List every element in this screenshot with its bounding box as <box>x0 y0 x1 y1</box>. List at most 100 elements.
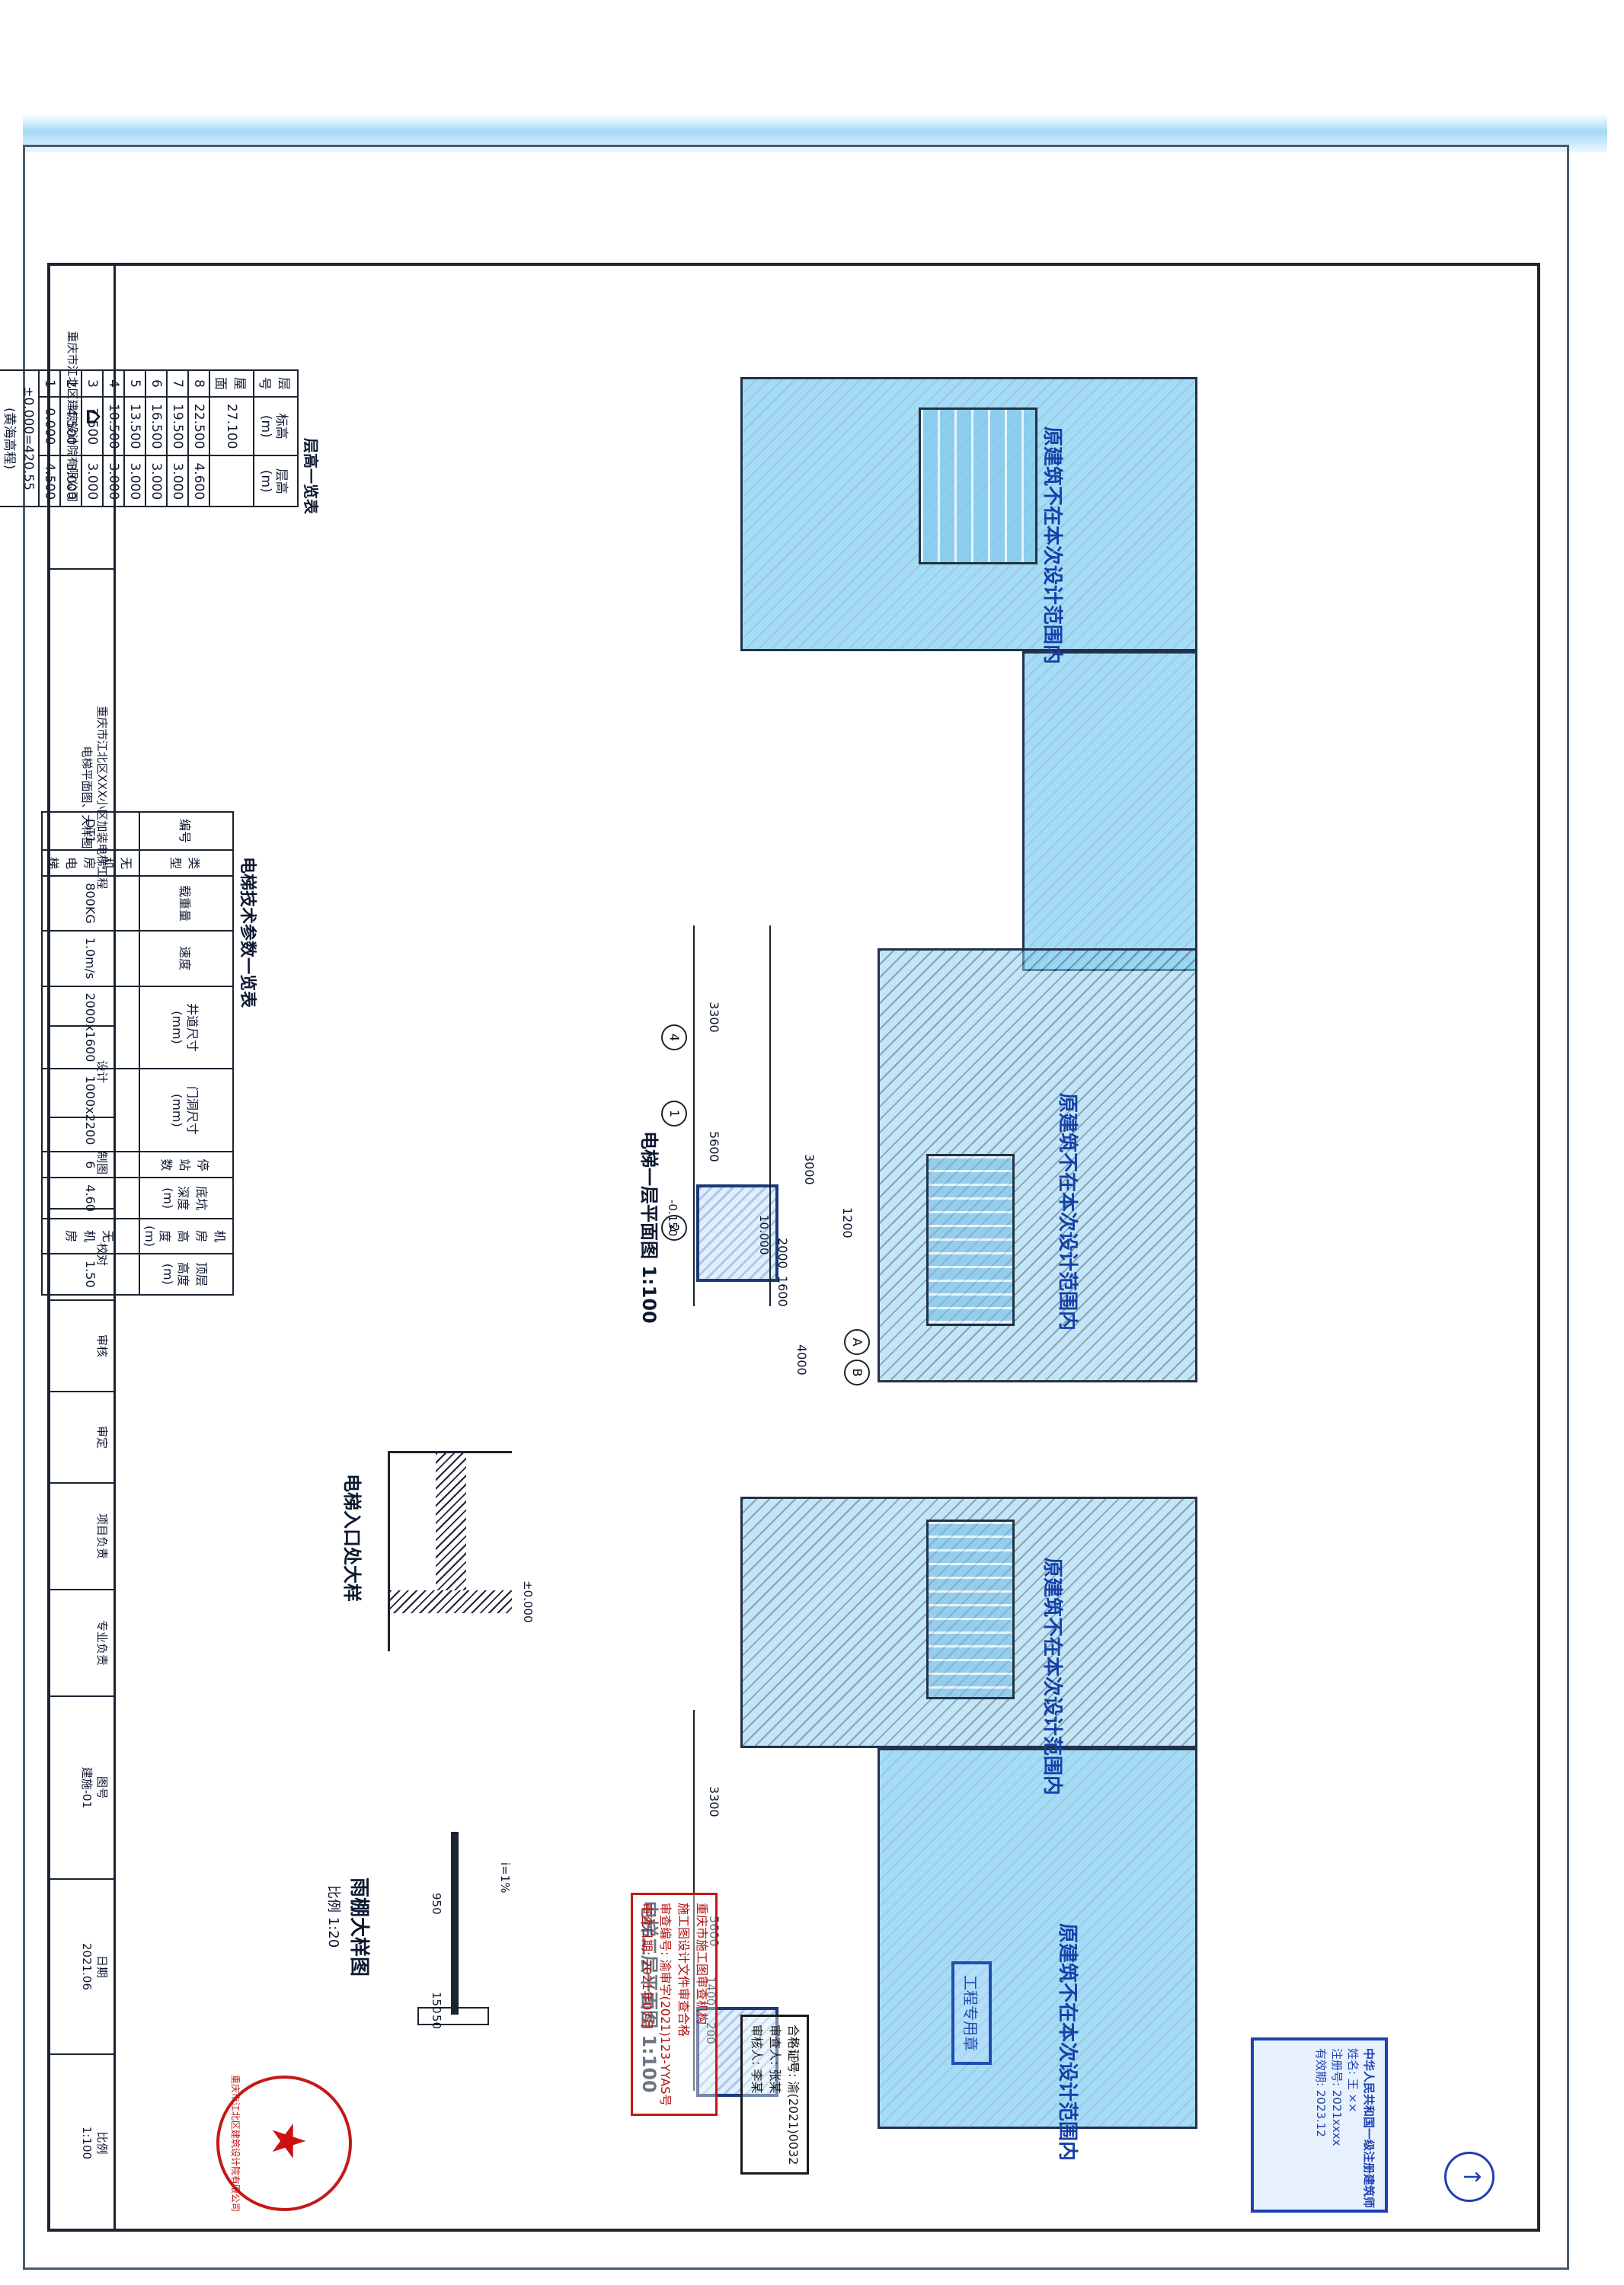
title-block-cell: 审定 <box>48 1392 113 1484</box>
stamp-line: 审查日期: 2021年07月 <box>640 1903 654 2031</box>
north-arrow-icon: ↑ <box>1444 2152 1495 2202</box>
floor-table-header: 标高(m) <box>254 397 298 456</box>
entrance-detail-title: 电梯入口处大样 <box>341 1474 363 1602</box>
axis-bubble: A <box>844 1329 870 1355</box>
dimension-label: 1200 <box>840 1207 855 1238</box>
company-logo-icon: ⌂ <box>81 408 107 425</box>
axis-bubble: 2 <box>661 1215 687 1241</box>
project-stamp: 工程专用章 <box>951 1961 992 2065</box>
cell: 5 <box>124 370 145 397</box>
dimension-label: 1600 <box>775 1276 790 1307</box>
elevation-label: 10.000 <box>757 1215 771 1255</box>
title-block-cell: 比例 1:100 <box>48 2055 113 2231</box>
canopy-detail-drawing <box>413 1832 489 2030</box>
original-building-block <box>878 948 1197 1382</box>
stamp-line: 姓名: 王 ×× <box>1346 2048 1360 2113</box>
cell: 屋面 <box>209 370 254 397</box>
floor-table-header: 层高(m) <box>254 455 298 507</box>
tb-label: 日期 <box>95 1954 109 1978</box>
title-block: ⌂ 重庆市江北区建筑设计院有限公司 重庆市江北区XXX小区加装电梯工程 电梯平面… <box>47 263 116 2232</box>
tb-label: 项目负责 <box>95 1513 109 1559</box>
review-stamp: 重庆市施工图审查机构 施工图设计文件审查合格 审查编号: 渝审字(2021)12… <box>631 1893 718 2117</box>
cell: 3.000 <box>145 455 167 507</box>
canopy-detail-scale: 比例 1:20 <box>325 1885 341 1948</box>
cell: 19.500 <box>167 397 188 456</box>
tb-label: 设计 <box>95 1059 109 1083</box>
stair-well <box>919 407 1037 564</box>
cell: 22.500 <box>188 397 209 456</box>
dimension-label: 4000 <box>794 1344 809 1376</box>
seal-star-icon: ★ <box>261 2120 315 2162</box>
title-block-project: 重庆市江北区XXX小区加装电梯工程 电梯平面图、大样图 <box>48 570 113 1027</box>
slab-section <box>436 1453 466 1590</box>
wall-section <box>390 1590 512 1613</box>
title-block-cell: 项目负责 <box>48 1484 113 1590</box>
elevation-label: ±0.000 <box>521 1580 535 1623</box>
original-building-label: 原建筑不在本次设计范围内 <box>1041 1558 1063 1796</box>
elevator-table-header: 停站数 <box>139 1152 233 1178</box>
stamp-line: 注册号: 2021xxxx <box>1330 2048 1344 2146</box>
stamp-line: 有效期: 2023.12 <box>1314 2048 1328 2137</box>
review-stamp-2: 合格证号: 渝(2021)0032 审查人: 张某 审核人: 李某 <box>740 2015 809 2175</box>
canopy-dim: 950 <box>430 1893 443 1915</box>
stair-well <box>926 1154 1015 1326</box>
tb-label: 审定 <box>95 1425 109 1449</box>
axis-bubble: B <box>844 1360 870 1385</box>
elevator-table-header: 速度 <box>139 930 233 986</box>
elevator-table-header: 编号 <box>139 812 233 851</box>
elevator-table-title: 电梯技术参数一览表 <box>238 857 257 1008</box>
title-block-cell: 制图 <box>48 1118 113 1210</box>
stamp-line: 重庆市施工图审查机构 <box>695 1903 709 2025</box>
cell: 6 <box>145 370 167 397</box>
stamp-line: 施工图设计文件审查合格 <box>676 1903 691 2037</box>
floor-table-title: 层高一览表 <box>302 438 320 514</box>
title-block-company: ⌂ 重庆市江北区建筑设计院有限公司 <box>48 265 113 570</box>
seal-text: 重庆市江北区建筑设计院有限公司 <box>230 2074 241 2212</box>
canopy-dim: 50 <box>430 2015 443 2030</box>
floor-table-footnote: ±0.000=420.55 (黄海高程) <box>0 370 39 507</box>
tb-label: 专业负责 <box>95 1619 109 1666</box>
cell <box>209 455 254 507</box>
cell: 16.500 <box>145 397 167 456</box>
floor-table-header: 层号 <box>254 370 298 397</box>
canopy-slope: i=1% <box>498 1862 512 1894</box>
stamp-line: 审查人: 张某 <box>768 2025 782 2094</box>
dimension-label: 3300 <box>707 1002 721 1033</box>
entrance-detail-drawing <box>388 1451 512 1651</box>
axis-line <box>693 925 695 1306</box>
title-block-cell: 日期 2021.06 <box>48 1880 113 2055</box>
original-building-label: 原建筑不在本次设计范围内 <box>1041 427 1063 665</box>
canopy-detail-title: 雨棚大样图 <box>347 1878 370 1977</box>
stamp-line: 审核人: 李某 <box>750 2025 764 2094</box>
elevator-table-header: 类型 <box>139 850 233 877</box>
elevator-table-header: 井道尺寸 (mm) <box>139 986 233 1069</box>
elevator-table-header: 载重量 <box>139 876 233 931</box>
tb-label: 制图 <box>95 1151 109 1174</box>
title-block-cell: 图号 建施-01 <box>48 1697 113 1880</box>
company-name: 重庆市江北区建筑设计院有限公司 <box>66 331 79 503</box>
tb-label: 审核 <box>95 1334 109 1357</box>
cell: 7 <box>167 370 188 397</box>
dimension-label: 3300 <box>707 1786 721 1817</box>
elevator-table-header: 顶层高度 (m) <box>139 1254 233 1295</box>
cell: 8 <box>188 370 209 397</box>
company-seal: ★ 重庆市江北区建筑设计院有限公司 <box>216 2075 352 2212</box>
elevator-table-header: 底坑深度 (m) <box>139 1178 233 1219</box>
cell: 3.000 <box>167 455 188 507</box>
original-building-label: 原建筑不在本次设计范围内 <box>1056 1923 1079 2162</box>
title-block-cell: 专业负责 <box>48 1590 113 1697</box>
tb-value: 1:100 <box>80 2126 94 2160</box>
original-building-block <box>878 1748 1197 2129</box>
drawing-name: 电梯平面图、大样图 <box>80 746 94 849</box>
cell: 4.600 <box>188 455 209 507</box>
canopy-wall <box>417 2007 489 2025</box>
dimension-label: 5600 <box>707 1131 721 1162</box>
tb-value: 建施-01 <box>80 1766 94 1809</box>
project-name: 重庆市江北区XXX小区加装电梯工程 <box>95 705 109 890</box>
drawing-border <box>47 263 1540 2232</box>
outer-border <box>23 145 1569 2270</box>
